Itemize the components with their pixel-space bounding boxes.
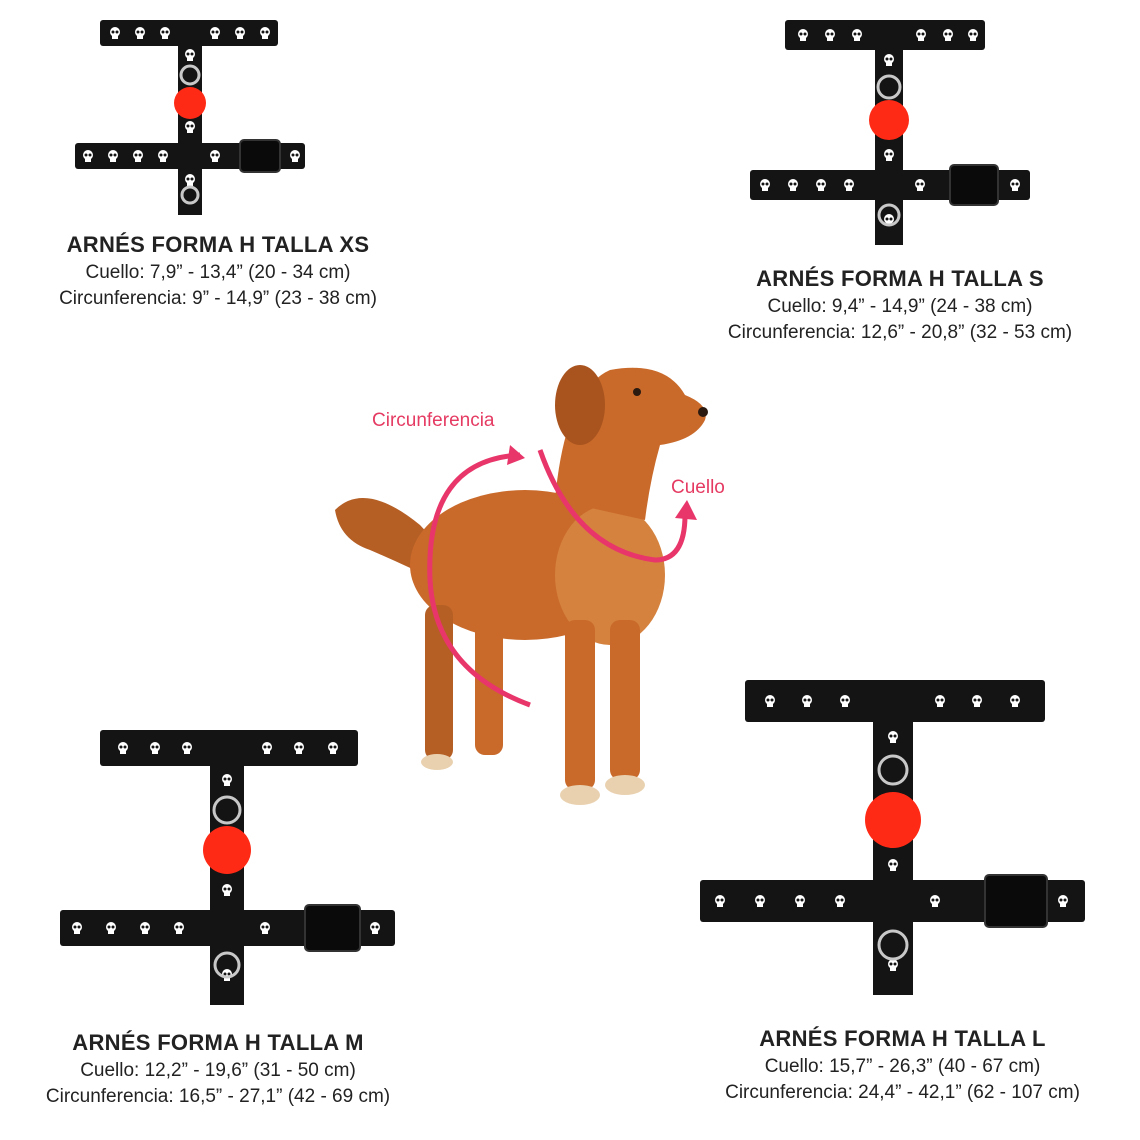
buckle-icon xyxy=(984,874,1048,928)
girth-measurement: Circunferencia: 24,4” - 42,1” (62 - 107 … xyxy=(725,1082,1080,1103)
dog-illustration xyxy=(335,365,708,805)
buckle-icon xyxy=(949,164,999,206)
product-xs-caption: ARNÉS FORMA H TALLA XS Cuello: 7,9” - 13… xyxy=(18,232,418,310)
neck-measurement: Cuello: 9,4” - 14,9” (24 - 38 cm) xyxy=(767,296,1033,317)
girth-measurement: Circunferencia: 16,5” - 27,1” (42 - 69 c… xyxy=(45,1086,391,1107)
harness-m-image xyxy=(60,730,395,1005)
neck-measurement: Cuello: 12,2” - 19,6” (31 - 50 cm) xyxy=(80,1060,356,1081)
product-title: ARNÉS FORMA H TALLA S xyxy=(756,266,1044,291)
tag-icon xyxy=(174,87,206,119)
tag-icon xyxy=(869,100,909,140)
tag-icon xyxy=(865,792,921,848)
buckle-icon xyxy=(239,139,281,173)
product-l-caption: ARNÉS FORMA H TALLA L Cuello: 15,7” - 26… xyxy=(680,1026,1125,1104)
buckle-icon xyxy=(304,904,361,952)
neck-arrow xyxy=(537,449,688,563)
girth-arrow xyxy=(427,452,531,708)
d-ring-icon xyxy=(212,795,242,825)
tag-icon xyxy=(203,826,251,874)
neck-measurement: Cuello: 7,9” - 13,4” (20 - 34 cm) xyxy=(85,262,351,283)
neck-label: Cuello xyxy=(671,477,725,498)
harness-s-image xyxy=(750,20,1030,245)
harness-l-image xyxy=(700,680,1085,995)
product-title: ARNÉS FORMA H TALLA L xyxy=(759,1026,1046,1051)
girth-measurement: Circunferencia: 9” - 14,9” (23 - 38 cm) xyxy=(59,288,377,309)
product-s-caption: ARNÉS FORMA H TALLA S Cuello: 9,4” - 14,… xyxy=(700,266,1100,344)
girth-label: Circunferencia xyxy=(372,410,495,431)
neck-measurement: Cuello: 15,7” - 26,3” (40 - 67 cm) xyxy=(764,1056,1041,1077)
product-title: ARNÉS FORMA H TALLA M xyxy=(72,1030,364,1055)
d-ring-icon xyxy=(179,64,201,86)
girth-measurement: Circunferencia: 12,6” - 20,8” (32 - 53 c… xyxy=(727,322,1073,343)
product-m-caption: ARNÉS FORMA H TALLA M Cuello: 12,2” - 19… xyxy=(18,1030,418,1108)
harness-xs-image xyxy=(75,20,305,215)
d-ring-icon xyxy=(876,74,902,100)
product-title: ARNÉS FORMA H TALLA XS xyxy=(66,232,370,257)
d-ring-icon xyxy=(877,754,909,786)
